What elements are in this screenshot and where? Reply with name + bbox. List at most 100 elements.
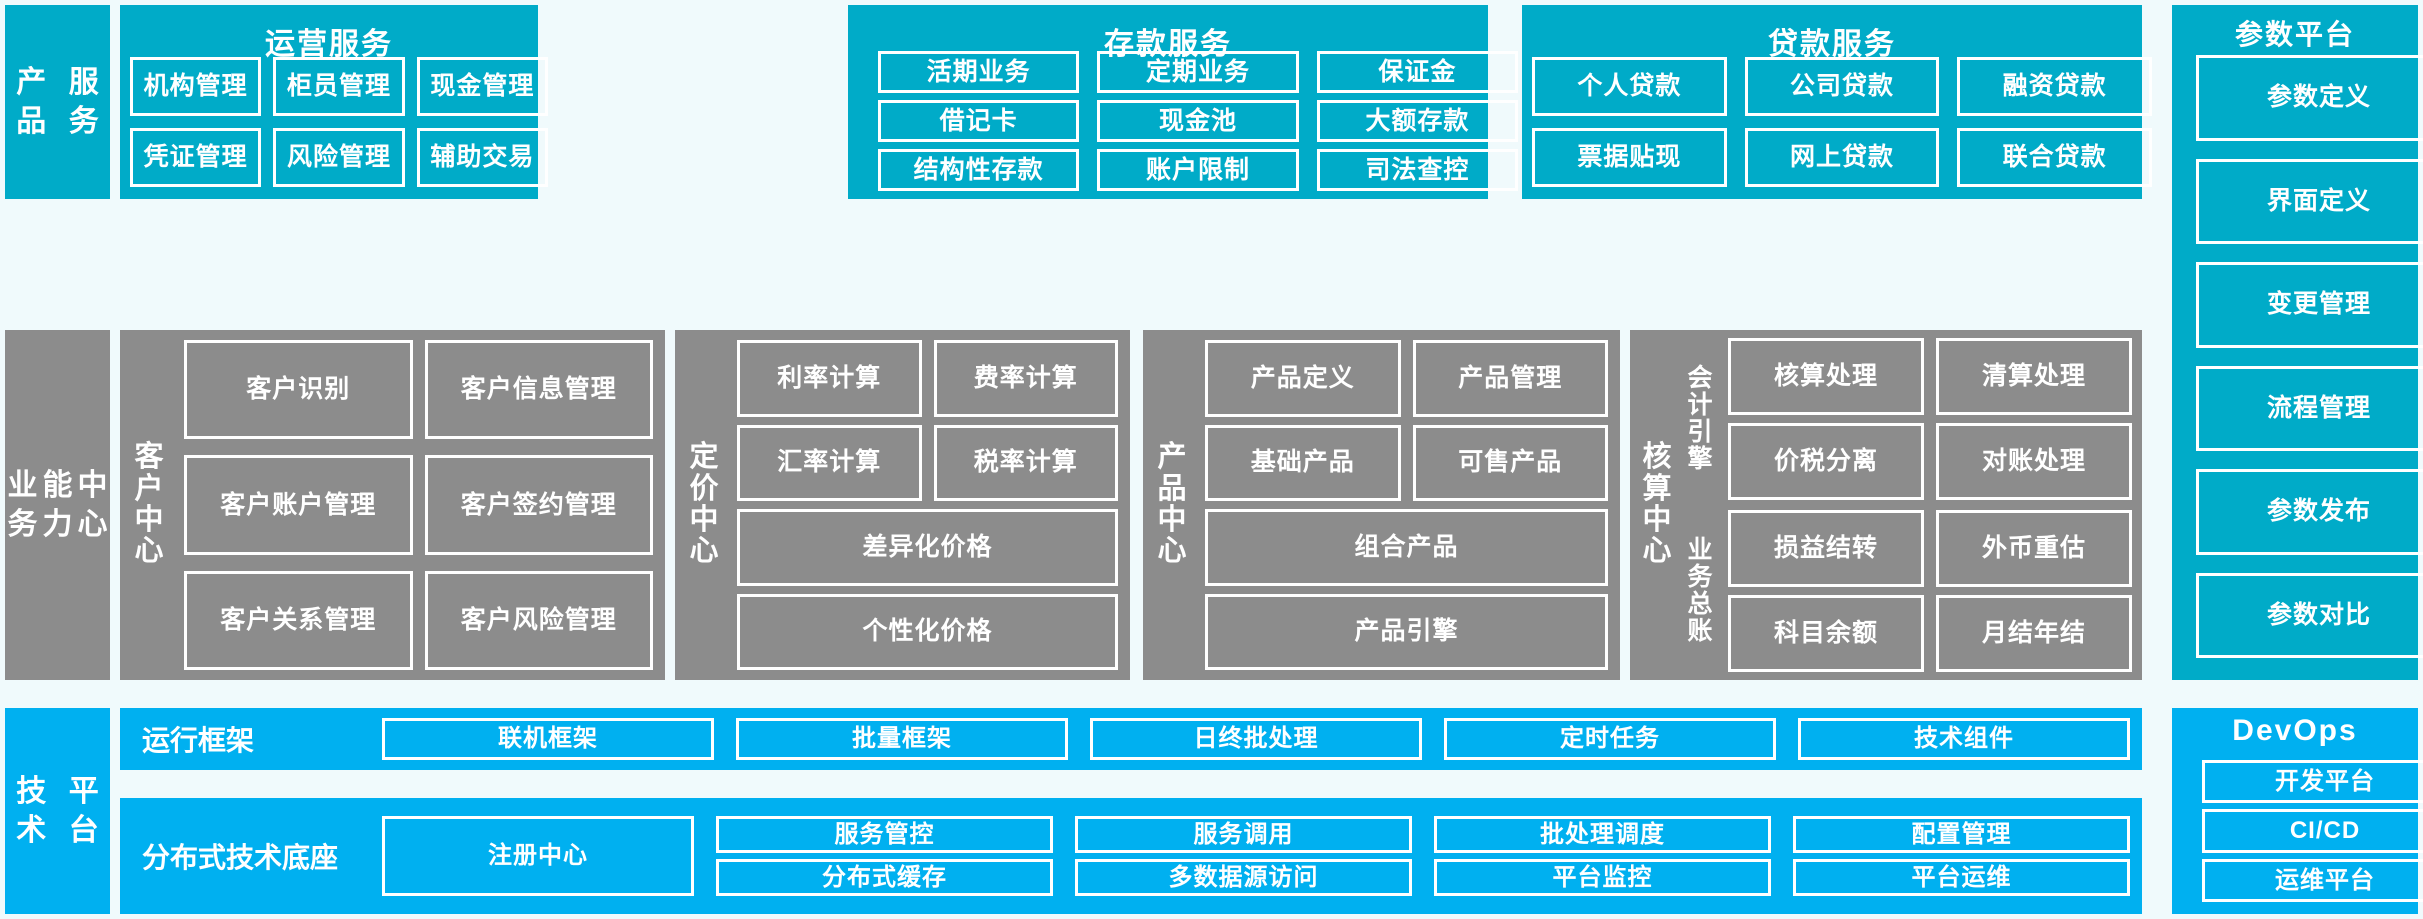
layer-label-text-product-service: 产品服务 <box>16 66 99 138</box>
tile-product-2[interactable]: 基础产品 <box>1205 424 1401 501</box>
group-title-deposit-service: 存款服务 <box>1104 28 1232 61</box>
tile-accounting-engine-2[interactable]: 价税分离 <box>1728 423 1924 500</box>
tile-devops-2[interactable]: 运维平台 <box>2202 858 2423 902</box>
tile-product-wide-0[interactable]: 组合产品 <box>1205 509 1608 586</box>
tile-dist-3-1[interactable]: 平台运维 <box>1793 859 2130 896</box>
tile-accounting-engine-1[interactable]: 清算处理 <box>1936 338 2132 415</box>
tile-customer-0[interactable]: 客户识别 <box>184 340 413 440</box>
tile-register-center[interactable]: 注册中心 <box>382 816 694 896</box>
tile-dist-2-1[interactable]: 平台监控 <box>1434 859 1771 896</box>
tile-runtime-2[interactable]: 日终批处理 <box>1090 718 1422 760</box>
tile-runtime-3[interactable]: 定时任务 <box>1444 718 1776 760</box>
tile-product-3[interactable]: 可售产品 <box>1412 424 1608 501</box>
tile-column-2: 批处理调度 平台监控 <box>1434 816 1771 896</box>
tile-business-ledger-2[interactable]: 科目余额 <box>1728 595 1924 672</box>
tile-loan-4[interactable]: 网上贷款 <box>1744 128 1940 187</box>
band-label-runtime-framework: 运行框架 <box>142 725 255 756</box>
tile-grid-accounting-engine: 核算处理 清算处理 价税分离 对账处理 <box>1728 338 2132 500</box>
tile-operation-2[interactable]: 现金管理 <box>416 57 548 116</box>
tile-product-0[interactable]: 产品定义 <box>1205 340 1401 417</box>
band-runtime-framework: 运行框架 联机框架 批量框架 日终批处理 定时任务 技术组件 <box>120 708 2142 770</box>
tile-operation-5[interactable]: 辅助交易 <box>416 128 548 187</box>
layer-label-technical-platform: 技术平台 <box>5 708 110 914</box>
tile-devops-0[interactable]: 开发平台 <box>2202 760 2423 804</box>
tile-customer-2[interactable]: 客户账户管理 <box>184 455 413 555</box>
tile-loan-0[interactable]: 个人贷款 <box>1532 57 1727 116</box>
group-product-center: 产品中心 产品定义 产品管理 基础产品 可售产品 组合产品 产品引擎 <box>1143 330 1620 680</box>
tile-product-wide-1[interactable]: 产品引擎 <box>1205 593 1608 670</box>
tile-business-ledger-0[interactable]: 损益结转 <box>1728 510 1924 587</box>
tile-dist-3-0[interactable]: 配置管理 <box>1793 816 2130 853</box>
tile-deposit-6[interactable]: 结构性存款 <box>878 149 1080 191</box>
tile-customer-3[interactable]: 客户签约管理 <box>424 455 653 555</box>
tile-deposit-5[interactable]: 大额存款 <box>1316 100 1518 142</box>
band-label-distributed-base: 分布式技术底座 <box>142 842 339 873</box>
tile-loan-2[interactable]: 融资贷款 <box>1957 57 2152 116</box>
tile-deposit-8[interactable]: 司法查控 <box>1316 149 1518 191</box>
tile-runtime-4[interactable]: 技术组件 <box>1798 718 2130 760</box>
side-label-customer-center: 客户中心 <box>134 441 164 568</box>
tile-column-3: 配置管理 平台运维 <box>1793 816 2130 896</box>
tile-pricing-3[interactable]: 税率计算 <box>933 424 1118 501</box>
tile-grid-loan-service: 个人贷款 公司贷款 融资贷款 票据贴现 网上贷款 联合贷款 <box>1532 57 2152 187</box>
tile-pricing-wide-0[interactable]: 差异化价格 <box>737 509 1118 586</box>
tile-operation-4[interactable]: 风险管理 <box>273 128 405 187</box>
tile-dist-0-1[interactable]: 分布式缓存 <box>716 859 1053 896</box>
tile-dist-0-0[interactable]: 服务管控 <box>716 816 1053 853</box>
tile-pricing-wide-1[interactable]: 个性化价格 <box>737 593 1118 670</box>
tile-grid-business-ledger: 损益结转 外币重估 科目余额 月结年结 <box>1728 510 2132 672</box>
tile-runtime-1[interactable]: 批量框架 <box>736 718 1068 760</box>
group-devops: DevOps 开发平台 CI/CD 运维平台 <box>2172 708 2423 914</box>
tile-customer-1[interactable]: 客户信息管理 <box>424 340 653 440</box>
tile-pricing-2[interactable]: 汇率计算 <box>737 424 922 501</box>
tile-product-1[interactable]: 产品管理 <box>1412 340 1608 417</box>
tile-param-1[interactable]: 界面定义 <box>2196 158 2423 244</box>
layer-label-text-business-capability: 业务能力中心 <box>7 469 108 541</box>
tile-grid-distributed-base: 服务管控 分布式缓存 服务调用 多数据源访问 批处理调度 平台监控 配置管理 平… <box>716 816 2130 896</box>
group-operation-service: 运营服务 机构管理 柜员管理 现金管理 凭证管理 风险管理 辅助交易 <box>120 5 548 199</box>
tile-customer-4[interactable]: 客户关系管理 <box>184 570 413 670</box>
tile-loan-1[interactable]: 公司贷款 <box>1744 57 1940 116</box>
subgroup-business-ledger: 业务总账 损益结转 外币重估 科目余额 月结年结 <box>1680 510 2132 672</box>
tile-pricing-0[interactable]: 利率计算 <box>737 340 922 417</box>
tile-param-0[interactable]: 参数定义 <box>2196 55 2423 141</box>
tile-accounting-engine-3[interactable]: 对账处理 <box>1936 423 2132 500</box>
tile-pricing-1[interactable]: 费率计算 <box>933 340 1118 417</box>
side-label-business-ledger: 业务总账 <box>1687 536 1713 645</box>
tile-operation-3[interactable]: 凭证管理 <box>130 128 262 187</box>
tile-deposit-1[interactable]: 定期业务 <box>1097 51 1299 93</box>
tile-param-4[interactable]: 参数发布 <box>2196 469 2423 555</box>
group-title-operation-service: 运营服务 <box>265 28 393 61</box>
group-loan-service: 贷款服务 个人贷款 公司贷款 融资贷款 票据贴现 网上贷款 联合贷款 <box>1522 5 2152 199</box>
group-parameter-platform: 参数平台 参数定义 界面定义 变更管理 流程管理 参数发布 参数对比 <box>2172 5 2423 680</box>
tile-deposit-2[interactable]: 保证金 <box>1316 51 1518 93</box>
tile-business-ledger-1[interactable]: 外币重估 <box>1936 510 2132 587</box>
tile-devops-1[interactable]: CI/CD <box>2202 809 2423 853</box>
tile-business-ledger-3[interactable]: 月结年结 <box>1936 595 2132 672</box>
group-title-parameter-platform: 参数平台 <box>2234 19 2355 50</box>
tile-operation-0[interactable]: 机构管理 <box>130 57 262 116</box>
tile-dist-2-0[interactable]: 批处理调度 <box>1434 816 1771 853</box>
tile-column-1: 服务调用 多数据源访问 <box>1075 816 1412 896</box>
tile-runtime-0[interactable]: 联机框架 <box>382 718 714 760</box>
tile-deposit-0[interactable]: 活期业务 <box>878 51 1080 93</box>
tile-param-5[interactable]: 参数对比 <box>2196 572 2423 658</box>
group-deposit-service: 存款服务 活期业务 定期业务 保证金 借记卡 现金池 大额存款 结构性存款 账户… <box>848 5 1518 199</box>
tile-param-3[interactable]: 流程管理 <box>2196 365 2423 451</box>
tile-loan-3[interactable]: 票据贴现 <box>1532 128 1727 187</box>
tile-grid-pricing-center: 利率计算 费率计算 汇率计算 税率计算 差异化价格 个性化价格 <box>737 340 1118 670</box>
tile-dist-1-0[interactable]: 服务调用 <box>1075 816 1412 853</box>
tile-dist-1-1[interactable]: 多数据源访问 <box>1075 859 1412 896</box>
tile-grid-operation-service: 机构管理 柜员管理 现金管理 凭证管理 风险管理 辅助交易 <box>130 57 548 187</box>
tile-param-2[interactable]: 变更管理 <box>2196 262 2423 348</box>
tile-customer-5[interactable]: 客户风险管理 <box>424 570 653 670</box>
tile-loan-5[interactable]: 联合贷款 <box>1957 128 2152 187</box>
tile-deposit-7[interactable]: 账户限制 <box>1097 149 1299 191</box>
tile-deposit-3[interactable]: 借记卡 <box>878 100 1080 142</box>
tile-accounting-engine-0[interactable]: 核算处理 <box>1728 338 1924 415</box>
tile-deposit-4[interactable]: 现金池 <box>1097 100 1299 142</box>
tile-operation-1[interactable]: 柜员管理 <box>273 57 405 116</box>
layer-label-business-capability: 业务能力中心 <box>5 330 110 680</box>
accounting-subgroups: 会计引擎 核算处理 清算处理 价税分离 对账处理 业务总账 损益结转 外币重估 … <box>1680 338 2132 672</box>
group-accounting-center: 核算中心 会计引擎 核算处理 清算处理 价税分离 对账处理 业务总账 损益结转 … <box>1630 330 2142 680</box>
